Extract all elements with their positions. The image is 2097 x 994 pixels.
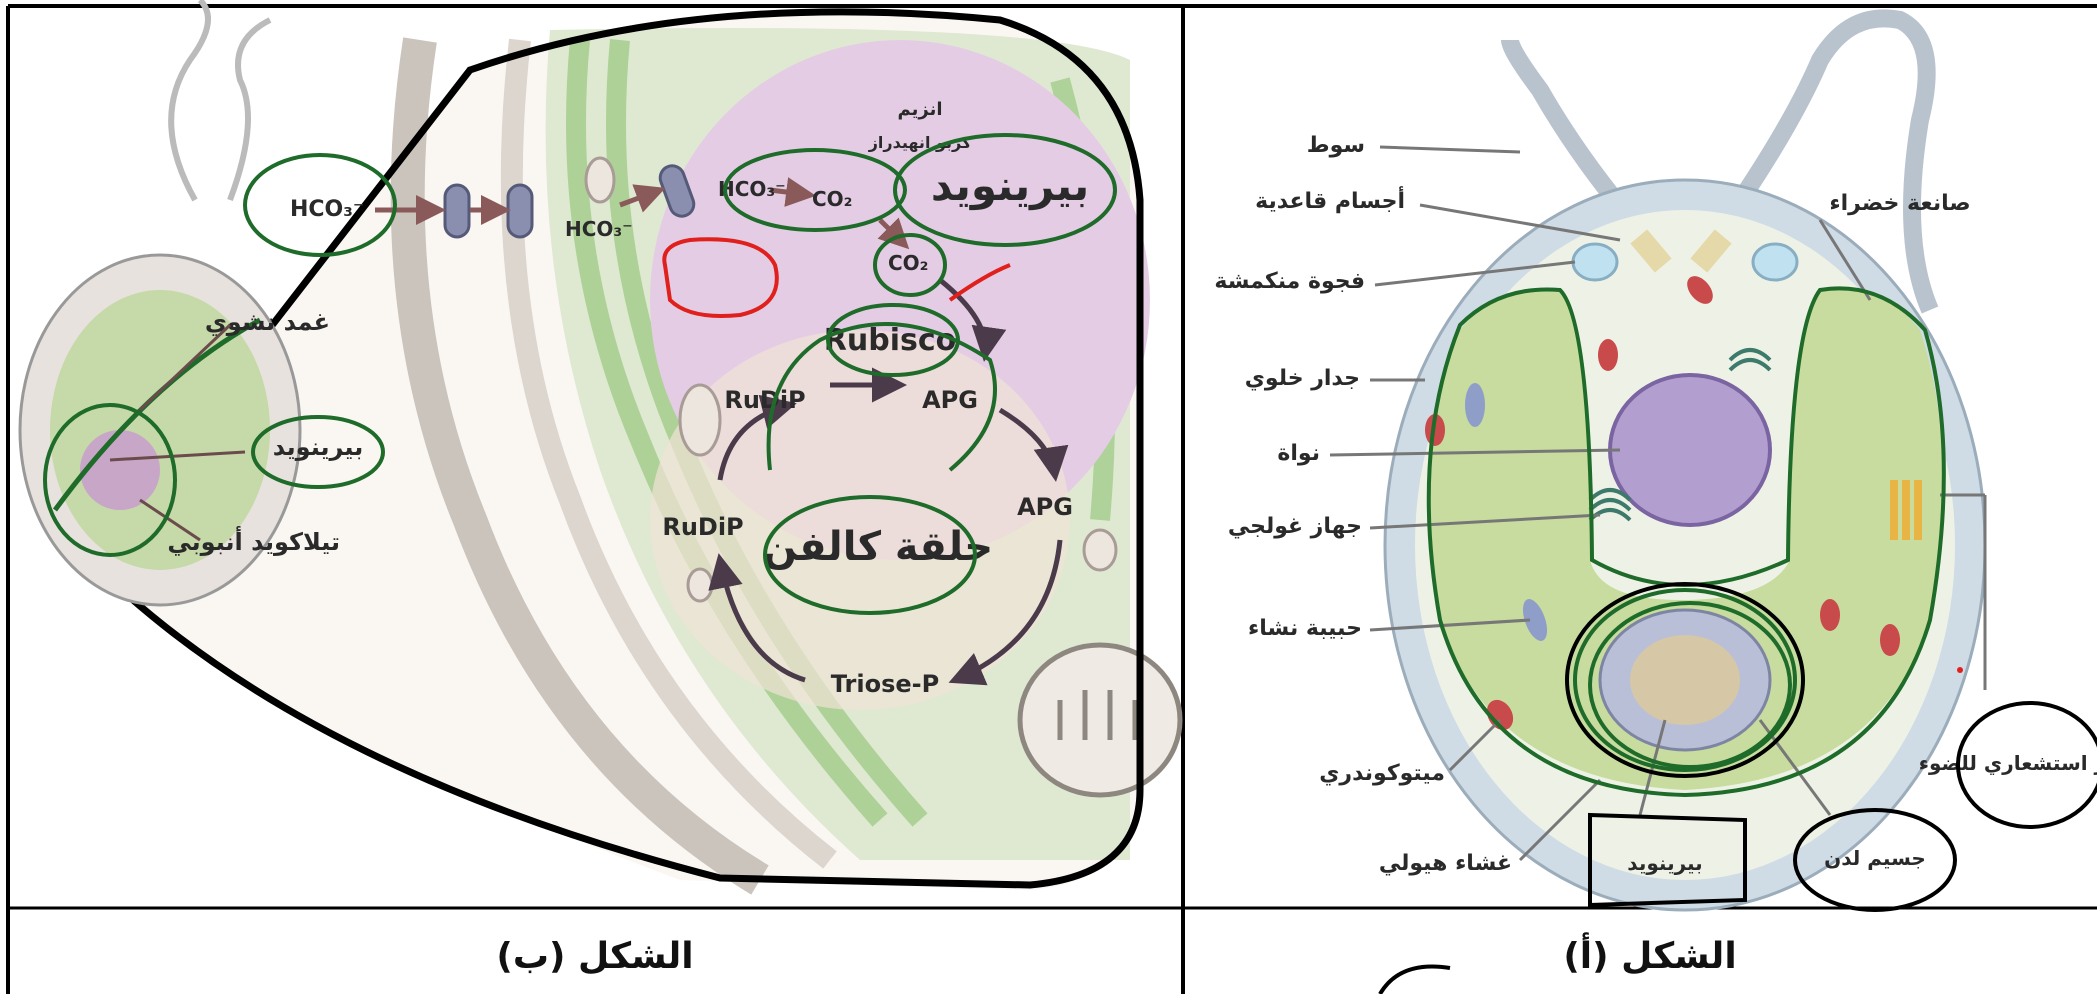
contractile-vacuole-1: [1573, 244, 1617, 280]
label-chloroplast: صانعة خضراء: [1829, 191, 1970, 216]
label-cell-wall: جدار خلوي: [1245, 366, 1360, 391]
label-pyrenoid-small: بيرينويد: [273, 433, 363, 461]
label-hco3-outer: HCO₃⁻: [290, 197, 365, 222]
label-eyespot: جهاز استشعاري للضوء: [1919, 751, 2097, 776]
label-apg-right: APG: [1017, 493, 1073, 521]
label-pyrenoid-big: بيرينويد: [931, 161, 1089, 211]
label-rubisco: Rubisco: [824, 323, 956, 358]
label-basal-bodies: أجسام قاعدية: [1255, 185, 1405, 214]
label-rudip-left: RuDiP: [662, 513, 743, 541]
label-mitochondria: ميتوكوندري: [1319, 761, 1445, 786]
label-contractile-vacuole: فجوة منكمشة: [1214, 269, 1365, 294]
pyrenoid-core-a: [1630, 635, 1740, 725]
eyespot-a: [1890, 480, 1922, 540]
label-hco3-mid: HCO₃⁻: [565, 217, 633, 241]
panel-a: سوط أجسام قاعدية فجوة منكمشة جدار خلوي ن…: [1214, 18, 2097, 994]
label-enzyme: انزيم: [898, 99, 943, 120]
label-starch-grain: حبيبة نشاء: [1248, 616, 1362, 641]
label-thylakoid: تيلاكويد أنبوبي: [167, 526, 340, 556]
label-triose: Triose-P: [831, 670, 939, 698]
label-rudip-top: RuDiP: [724, 386, 805, 414]
label-calvin: حلقة كالفن: [763, 524, 993, 570]
caption-b: الشكل (ب): [496, 936, 693, 977]
label-co2-a: CO₂: [812, 187, 852, 211]
label-nucleus: نواة: [1277, 441, 1320, 466]
label-co2-b: CO₂: [888, 251, 928, 275]
label-plasma-membrane: غشاء هيولي: [1379, 851, 1512, 876]
label-pyrenoid-a: بيرينويد: [1627, 851, 1702, 875]
label-apg-top: APG: [922, 386, 978, 414]
mitochondrion-b: [1020, 645, 1180, 795]
contractile-vacuole-2: [1753, 244, 1797, 280]
handwritten-red-dot: [1957, 667, 1963, 673]
caption-a: الشكل (أ): [1563, 932, 1736, 977]
label-flagellum: سوط: [1307, 133, 1365, 158]
panel-b: HCO₃⁻ HCO₃⁻ HCO₃⁻ CO₂ CO₂ انزيم كربو انه…: [20, 0, 1180, 977]
nucleus-a: [1610, 375, 1770, 525]
label-golgi: جهاز غولجي: [1228, 514, 1362, 539]
label-lipid-body: جسيم لدن: [1824, 846, 1926, 870]
